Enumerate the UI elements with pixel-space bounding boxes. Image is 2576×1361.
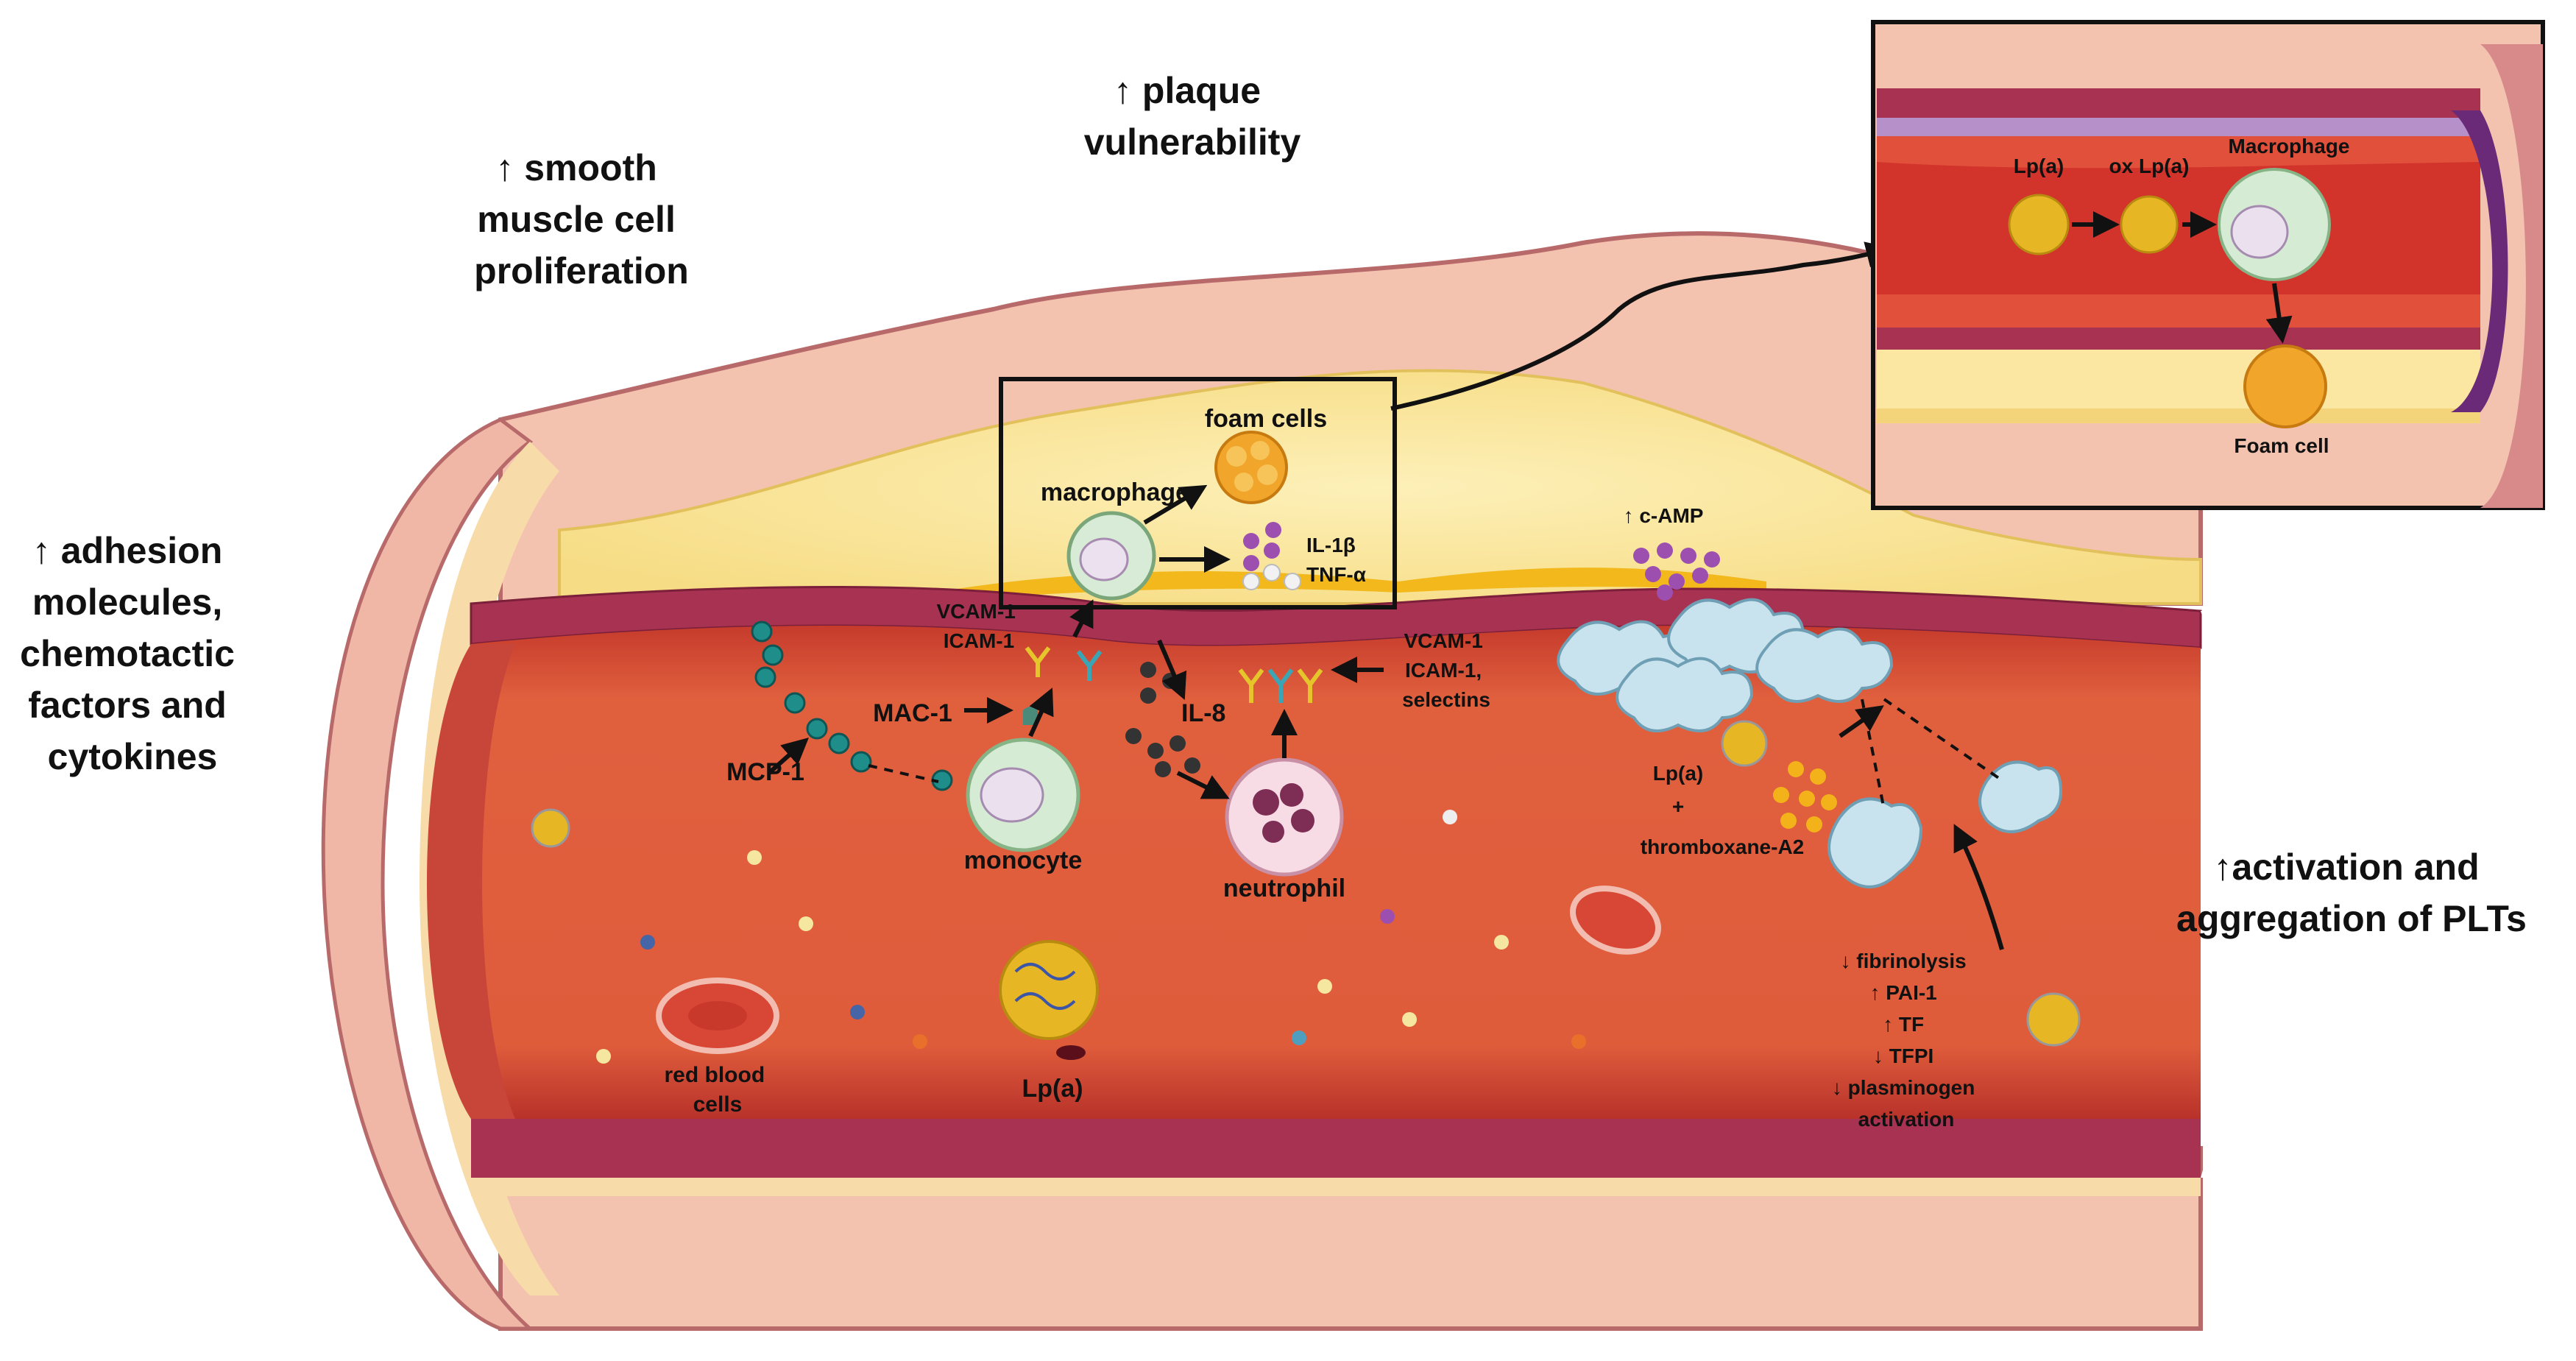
il8-label: IL-8: [1181, 699, 1225, 727]
lpa-platelet-label: Lp(a): [1653, 762, 1703, 785]
plus-label: +: [1672, 795, 1684, 818]
neutrophil-icon: [1225, 757, 1344, 877]
inset-ox-lpa-label: ox Lp(a): [2109, 155, 2190, 177]
vessel-cut-end: [321, 417, 535, 1331]
macrophage-label: macrophage: [1041, 478, 1189, 506]
vcam-receptors-right: [1238, 668, 1323, 703]
thromboxane-dots: [1773, 761, 1837, 832]
endothelium-bottom: [471, 1119, 2201, 1178]
mac1-label: MAC-1: [873, 699, 952, 727]
plaque-vulnerability-label: ↑ plaque vulnerability: [1084, 70, 1301, 163]
blood-particles: [596, 810, 1586, 1064]
plaque-highlight-box: [999, 377, 1397, 609]
inset-panel: [1871, 20, 2545, 510]
monocyte-icon: [966, 738, 1080, 852]
lpa-small-icon: [2026, 992, 2081, 1047]
inset-lpa-label: Lp(a): [2014, 155, 2064, 177]
lpa-small-icon: [531, 808, 570, 848]
il1b-label: IL-1β: [1306, 534, 1356, 556]
vcam-icam-left-label: VCAM-1 ICAM-1: [936, 600, 1021, 652]
mcp1-label: MCP-1: [726, 758, 804, 786]
blood-vessel: [321, 231, 2254, 1331]
lpa-particle-icon: [999, 940, 1099, 1060]
inset-macrophage-label: Macrophage: [2229, 135, 2350, 158]
arrows-layer: [768, 241, 2004, 950]
platelet-activation-label: ↑activation and aggregation of PLTs: [2176, 846, 2527, 939]
inset-labels: Lp(a) ox Lp(a) Macrophage Foam cell: [2014, 135, 2350, 457]
monocyte-label: monocyte: [964, 846, 1083, 874]
outer-labels: ↑ smooth muscle cell proliferation ↑ pla…: [20, 70, 2527, 939]
neutrophil-label: neutrophil: [1223, 874, 1345, 902]
lpa-label: Lp(a): [1022, 1075, 1083, 1103]
adhesion-molecules-label: ↑ adhesion molecules, chemotactic factor…: [20, 530, 245, 777]
lpa-small-icon: [1721, 720, 1768, 767]
cell-labels: foam cells macrophage IL-1β TNF-α monocy…: [665, 405, 1366, 1117]
camp-label: ↑ c-AMP: [1624, 504, 1704, 527]
inset-foam-cell-label: Foam cell: [2234, 434, 2329, 457]
platelet-aggregate-icon: [1557, 598, 2063, 888]
vcam-icam-right-label: VCAM-1 ICAM-1, selectins: [1402, 629, 1490, 711]
cytokine-dots: [1242, 522, 1301, 590]
tnfa-label: TNF-α: [1306, 563, 1366, 586]
red-blood-cells-label: red blood cells: [665, 1063, 771, 1117]
red-blood-cell-icon: [656, 885, 1662, 1054]
plaque: [558, 369, 2202, 605]
foam-cells-label: foam cells: [1205, 405, 1327, 433]
vcam-receptors-left: [1025, 646, 1103, 681]
macrophage-icon: [1066, 511, 1156, 601]
coagulation-factors-label: ↓ fibrinolysis ↑ PAI-1 ↑ TF ↓ TFPI ↓ pla…: [1832, 950, 1981, 1131]
thromboxane-label: thromboxane-A2: [1641, 835, 1804, 858]
smooth-muscle-label: ↑ smooth muscle cell proliferation: [474, 147, 689, 291]
cells-layer: [531, 431, 2081, 1064]
foam-cell-icon: [1214, 431, 1288, 504]
camp-dots: [1633, 542, 1720, 601]
molecule-labels: VCAM-1 ICAM-1 MAC-1 MCP-1 IL-8 VCAM-1 IC…: [726, 504, 1804, 858]
